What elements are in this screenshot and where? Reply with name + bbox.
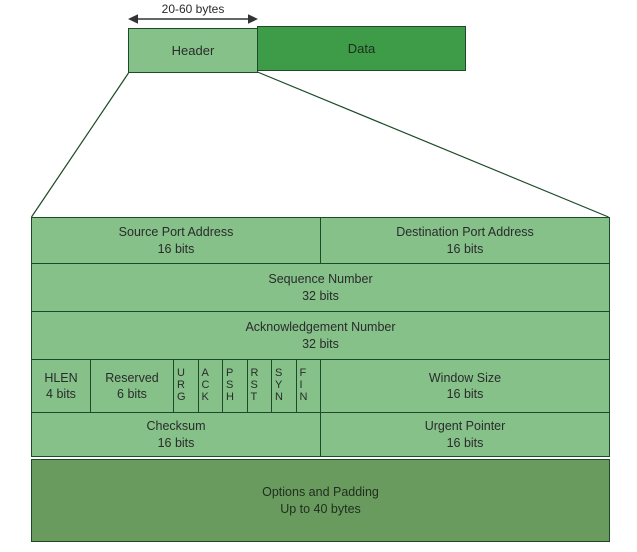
field-size: Up to 40 bytes — [280, 501, 361, 516]
table-row-checksum: Checksum 16 bits Urgent Pointer 16 bits — [32, 413, 609, 456]
field-name: Window Size — [428, 370, 502, 385]
field-window-size: Window Size 16 bits — [321, 360, 609, 412]
field-size: 16 bits — [446, 435, 484, 450]
field-size: 4 bits — [46, 387, 76, 401]
segment-data-label: Data — [347, 41, 376, 56]
segment-data-box: Data — [257, 26, 466, 71]
field-flag-syn: S Y N — [272, 360, 296, 412]
segment-header-label: Header — [171, 43, 215, 58]
field-name: Urgent Pointer — [424, 419, 506, 434]
field-name: Checksum — [146, 419, 206, 434]
flag-label: S Y N — [275, 367, 283, 403]
field-flag-urg: U R G — [174, 360, 198, 412]
expansion-line-left — [31, 72, 129, 218]
flag-label: P S H — [226, 367, 234, 403]
tcp-header-table: Source Port Address 16 bits Destination … — [31, 217, 610, 457]
field-name: Source Port Address — [118, 225, 234, 240]
flag-label: F I N — [299, 367, 308, 403]
field-source-port: Source Port Address 16 bits — [32, 218, 320, 263]
field-urgent-pointer: Urgent Pointer 16 bits — [321, 413, 609, 456]
field-options-padding: Options and Padding Up to 40 bytes — [31, 459, 610, 542]
field-flag-ack: A C K — [198, 360, 222, 412]
field-checksum: Checksum 16 bits — [32, 413, 320, 456]
field-size: 6 bits — [117, 387, 147, 401]
field-name: Sequence Number — [268, 272, 373, 287]
expansion-line-right — [257, 71, 609, 218]
field-hlen: HLEN 4 bits — [32, 360, 90, 412]
table-row-sequence: Sequence Number 32 bits — [32, 264, 609, 311]
field-reserved: Reserved 6 bits — [91, 360, 173, 412]
table-row-flags: HLEN 4 bits Reserved 6 bits U R G A C K … — [32, 360, 609, 412]
table-row-ports: Source Port Address 16 bits Destination … — [32, 218, 609, 263]
field-name: Reserved — [105, 370, 159, 385]
field-size: 16 bits — [157, 435, 195, 450]
field-size: 16 bits — [446, 387, 484, 401]
field-name: HLEN — [44, 370, 78, 385]
field-flag-rst: R S T — [247, 360, 271, 412]
segment-header-box: Header — [128, 28, 258, 73]
flag-label: U R G — [177, 367, 186, 403]
flag-label: A C K — [201, 367, 210, 403]
field-size: 32 bits — [302, 336, 339, 351]
field-name: Acknowledgement Number — [245, 320, 396, 335]
header-size-label: 20-60 bytes — [161, 2, 225, 16]
field-name: Options and Padding — [262, 485, 379, 500]
field-flag-fin: F I N — [296, 360, 320, 412]
field-destination-port: Destination Port Address 16 bits — [321, 218, 609, 263]
field-size: 16 bits — [157, 241, 195, 256]
flag-label: R S T — [250, 367, 259, 403]
field-flag-psh: P S H — [223, 360, 247, 412]
field-name: Destination Port Address — [396, 225, 534, 240]
table-row-acknowledgement: Acknowledgement Number 32 bits — [32, 312, 609, 359]
field-size: 32 bits — [302, 288, 339, 303]
field-sequence-number: Sequence Number 32 bits — [32, 264, 609, 311]
field-size: 16 bits — [446, 241, 484, 256]
field-acknowledgement-number: Acknowledgement Number 32 bits — [32, 312, 609, 359]
